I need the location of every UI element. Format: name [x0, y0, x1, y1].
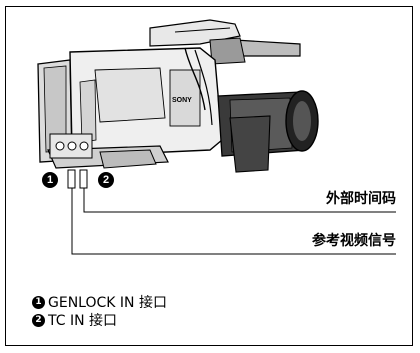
note-2-number: 2 [32, 313, 45, 327]
callout-marker-1: 1 [42, 172, 58, 188]
external-timecode-label: 外部时间码 [326, 191, 396, 207]
note-2-text: TC IN 接口 [48, 313, 118, 329]
tc-in-connector [67, 141, 77, 151]
callout-marker-2: 2 [98, 172, 114, 188]
note-1-number: 1 [32, 295, 45, 309]
note-1-text: GENLOCK IN 接口 [48, 295, 167, 311]
note-1: 1 GENLOCK IN 接口 [32, 292, 167, 312]
sony-logo: SONY [172, 97, 192, 104]
reference-video-label: 参考视频信号 [312, 233, 396, 249]
genlock-in-connector [55, 141, 65, 151]
note-2: 2 TC IN 接口 [32, 310, 117, 330]
figure-frame [5, 6, 413, 346]
camcorder-illustration: SONY [37, 19, 319, 189]
